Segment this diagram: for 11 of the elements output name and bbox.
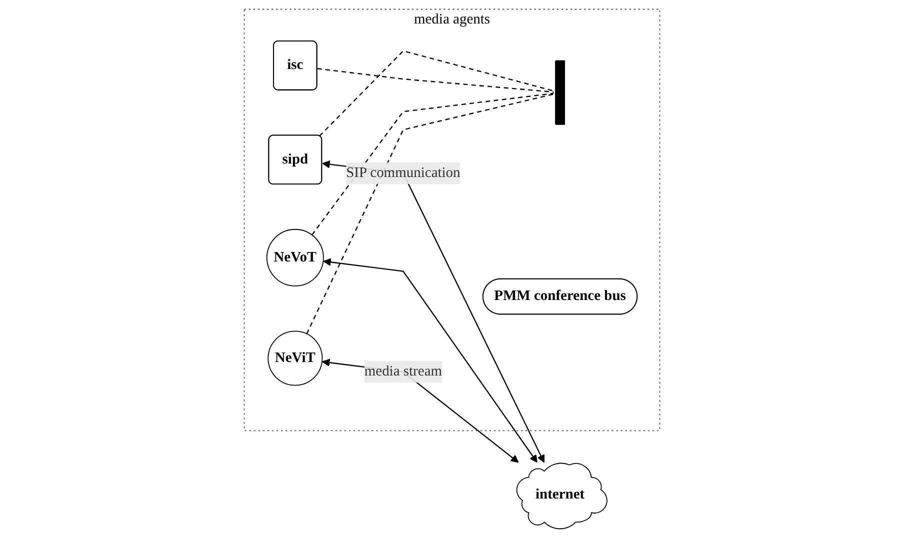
connector — [312, 92, 554, 236]
node-circle: NeVoT — [266, 228, 324, 286]
arrow — [322, 160, 544, 463]
edge-label: SIP communication — [346, 165, 460, 180]
connector — [306, 94, 554, 334]
edge-label: media stream — [364, 364, 442, 380]
arrow — [322, 358, 519, 463]
connector — [317, 68, 554, 93]
connector — [319, 50, 554, 136]
arrow — [323, 258, 538, 463]
node-circle: NeViT — [268, 330, 323, 386]
